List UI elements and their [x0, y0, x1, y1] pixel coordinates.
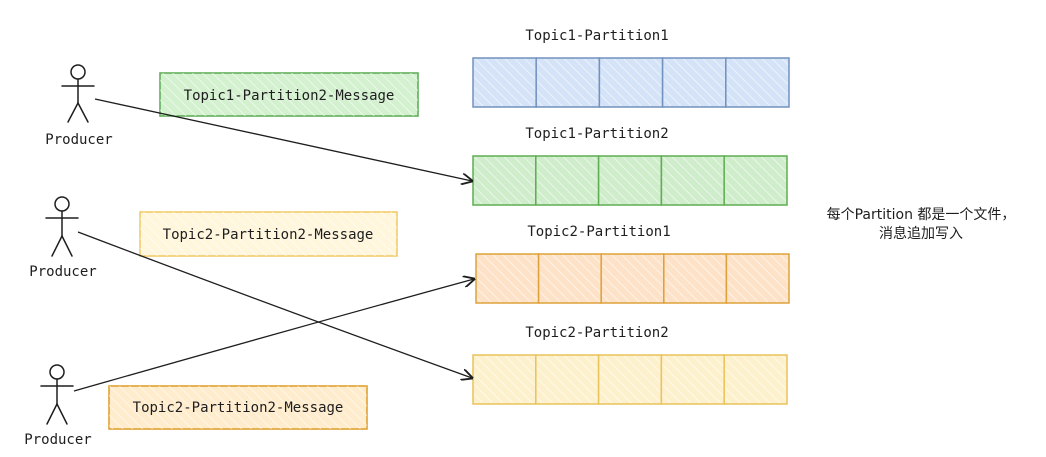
message-label: Topic1-Partition2-Message	[184, 88, 395, 104]
segment-hatch	[662, 157, 724, 204]
annotation-note: 每个Partition 都是一个文件， 消息追加写入	[790, 206, 1046, 244]
partition-log-2	[472, 155, 788, 206]
segment-hatch	[599, 356, 661, 403]
partition-log-4	[472, 354, 788, 405]
message-label: Topic2-Partition2-Message	[163, 227, 374, 243]
segment-hatch	[599, 157, 661, 204]
producer-label: Producer	[24, 432, 91, 448]
partition-title-4: Topic2-Partition2	[525, 325, 668, 341]
segment-hatch	[536, 157, 598, 204]
segment-hatch	[474, 356, 535, 403]
segment-hatch	[725, 157, 786, 204]
segment-hatch	[539, 255, 601, 302]
message-box-3: Topic2-Partition2-Message	[108, 385, 368, 430]
segment-hatch	[537, 59, 599, 106]
producer-3: Producer	[24, 364, 92, 448]
producer-1: Producer	[45, 64, 113, 148]
stick-figure-icon	[61, 64, 95, 123]
producer-2: Producer	[29, 196, 97, 280]
arrow-producer3-to-topic2-partition1	[73, 279, 474, 392]
producer-label: Producer	[45, 132, 112, 148]
segment-hatch	[536, 356, 598, 403]
arrow-producer2-to-topic2-partition2	[77, 231, 472, 378]
message-box-2: Topic2-Partition2-Message	[139, 211, 398, 257]
arrow-producer1-to-topic1-partition2	[94, 98, 472, 181]
segment-hatch	[602, 255, 663, 302]
partition-title-3: Topic2-Partition1	[527, 224, 670, 240]
producer-label: Producer	[29, 264, 96, 280]
note-line-2: 消息追加写入	[879, 226, 963, 242]
message-box-1: Topic1-Partition2-Message	[159, 72, 419, 117]
stick-figure-icon	[40, 364, 74, 425]
partition-title-1: Topic1-Partition1	[525, 28, 668, 44]
segment-hatch	[600, 59, 662, 106]
segment-hatch	[477, 255, 538, 302]
segment-hatch	[664, 255, 726, 302]
segment-hatch	[725, 356, 786, 403]
segment-hatch	[474, 59, 536, 106]
segment-hatch	[726, 59, 788, 106]
partition-title-2: Topic1-Partition2	[525, 126, 668, 142]
note-line-1: 每个Partition 都是一个文件，	[826, 207, 1016, 223]
partition-log-1	[472, 57, 790, 108]
partition-log-3	[475, 253, 790, 304]
stick-figure-icon	[45, 196, 79, 257]
segment-hatch	[662, 356, 724, 403]
segment-hatch	[474, 157, 535, 204]
arrows	[73, 98, 474, 392]
segment-hatch	[663, 59, 725, 106]
segment-hatch	[727, 255, 788, 302]
message-label: Topic2-Partition2-Message	[133, 400, 344, 416]
